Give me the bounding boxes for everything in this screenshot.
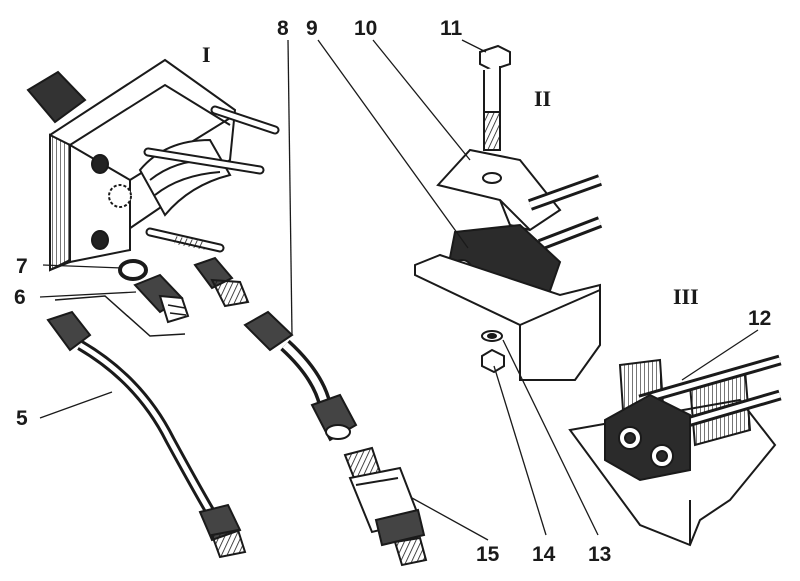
callout-11: 11 — [440, 17, 463, 40]
washer-13 — [481, 330, 503, 342]
view-label-1: I — [202, 42, 211, 67]
callout-13: 13 — [588, 543, 612, 566]
housing-block — [26, 58, 280, 272]
callout-5: 5 — [16, 407, 28, 430]
callout-7: 7 — [16, 255, 28, 278]
pipe-5 — [46, 310, 247, 559]
callout-8: 8 — [277, 17, 289, 40]
rails-view-2 — [527, 174, 603, 251]
union-fitting-8 — [193, 256, 250, 308]
o-ring-7 — [118, 259, 148, 281]
callout-10: 10 — [354, 17, 378, 40]
mount-bracket-2 — [414, 253, 601, 381]
view-label-3: III — [673, 284, 699, 309]
callout-14: 14 — [532, 543, 556, 566]
bracket-outline — [54, 295, 186, 337]
callout-12: 12 — [748, 307, 772, 330]
assembled-view-3 — [568, 354, 782, 547]
clamp-plate-10 — [436, 148, 562, 232]
pipe-8 — [243, 310, 358, 442]
callout-6: 6 — [14, 286, 26, 309]
bolt-11 — [479, 44, 511, 151]
callout-9: 9 — [306, 17, 318, 40]
union-fitting-15 — [343, 446, 428, 567]
nut-14 — [481, 348, 505, 374]
view-label-2: II — [534, 86, 552, 111]
leader-lines — [39, 39, 759, 541]
callout-15: 15 — [476, 543, 500, 566]
union-fitting-6 — [133, 273, 190, 324]
